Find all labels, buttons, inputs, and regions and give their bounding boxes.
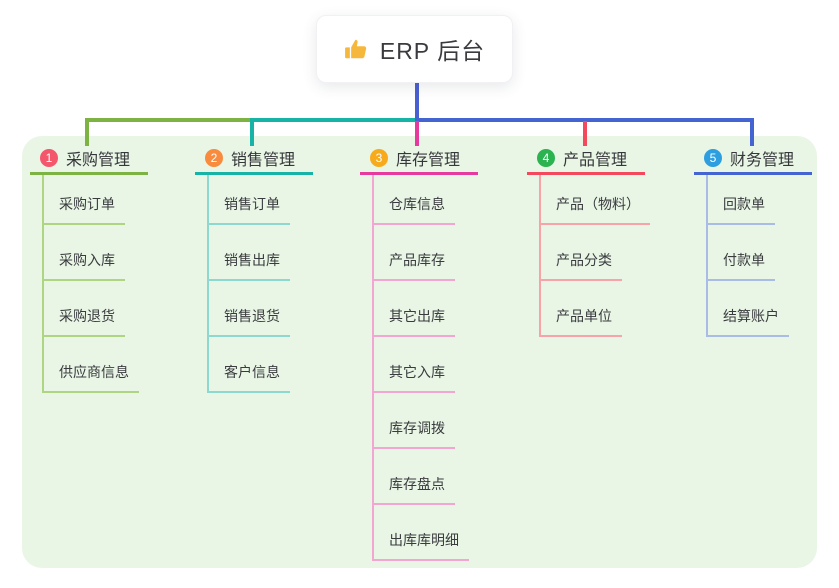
child-node[interactable]: 产品库存 — [374, 225, 478, 281]
branch-number-badge: 1 — [40, 149, 58, 167]
child-node[interactable]: 其它入库 — [374, 337, 478, 393]
branch-inventory: 3 库存管理 仓库信息 产品库存 其它出库 其它入库 库存调拨 库存盘点 出库库… — [360, 144, 478, 561]
branch-number-badge: 4 — [537, 149, 555, 167]
child-node[interactable]: 产品（物料） — [541, 175, 650, 225]
branch-number-badge: 2 — [205, 149, 223, 167]
branch-title-label: 产品管理 — [563, 152, 628, 169]
branch-sales: 2 销售管理 销售订单 销售出库 销售退货 客户信息 — [195, 144, 313, 393]
connector-bus-finance — [415, 118, 754, 122]
connector-drop-sales — [250, 118, 254, 146]
branch-purchase: 1 采购管理 采购订单 采购入库 采购退货 供应商信息 — [30, 144, 148, 393]
mindmap-canvas-panel[interactable] — [22, 136, 817, 568]
branch-finance-title[interactable]: 5 财务管理 — [694, 144, 812, 175]
root-node-label: ERP 后台 — [379, 38, 486, 64]
branch-product-children: 产品（物料） 产品分类 产品单位 — [539, 175, 650, 337]
root-node[interactable]: ERP 后台 — [316, 15, 513, 83]
branch-title-label: 财务管理 — [730, 152, 795, 169]
child-node[interactable]: 销售退货 — [209, 281, 313, 337]
child-node[interactable]: 供应商信息 — [44, 337, 148, 393]
branch-finance: 5 财务管理 回款单 付款单 结算账户 — [694, 144, 812, 337]
branch-number-badge: 3 — [370, 149, 388, 167]
branch-product-title[interactable]: 4 产品管理 — [527, 144, 645, 175]
branch-title-label: 库存管理 — [396, 152, 461, 169]
child-node[interactable]: 产品分类 — [541, 225, 645, 281]
child-node[interactable]: 采购退货 — [44, 281, 148, 337]
connector-bus-purchase — [85, 118, 254, 122]
connector-bus-sales — [250, 118, 418, 122]
child-node[interactable]: 采购入库 — [44, 225, 148, 281]
branch-sales-title[interactable]: 2 销售管理 — [195, 144, 313, 175]
branch-purchase-children: 采购订单 采购入库 采购退货 供应商信息 — [42, 175, 148, 393]
child-node[interactable]: 付款单 — [708, 225, 812, 281]
connector-drop-inventory — [415, 121, 419, 146]
child-node[interactable]: 出库库明细 — [374, 505, 478, 561]
branch-title-label: 销售管理 — [231, 152, 296, 169]
child-node[interactable]: 其它出库 — [374, 281, 478, 337]
child-node[interactable]: 库存盘点 — [374, 449, 478, 505]
thumbs-up-icon — [344, 39, 367, 59]
child-node[interactable]: 销售出库 — [209, 225, 313, 281]
child-node[interactable]: 库存调拨 — [374, 393, 478, 449]
child-node[interactable]: 产品单位 — [541, 281, 645, 337]
child-node[interactable]: 回款单 — [708, 175, 812, 225]
connector-drop-purchase — [85, 118, 89, 146]
branch-purchase-title[interactable]: 1 采购管理 — [30, 144, 148, 175]
child-node[interactable]: 客户信息 — [209, 337, 313, 393]
branch-title-label: 采购管理 — [66, 152, 131, 169]
branch-finance-children: 回款单 付款单 结算账户 — [706, 175, 812, 337]
child-node[interactable]: 销售订单 — [209, 175, 313, 225]
branch-inventory-title[interactable]: 3 库存管理 — [360, 144, 478, 175]
branch-number-badge: 5 — [704, 149, 722, 167]
branch-inventory-children: 仓库信息 产品库存 其它出库 其它入库 库存调拨 库存盘点 出库库明细 — [372, 175, 478, 561]
connector-drop-finance — [750, 118, 754, 146]
child-node[interactable]: 结算账户 — [708, 281, 812, 337]
child-node[interactable]: 采购订单 — [44, 175, 148, 225]
child-node[interactable]: 仓库信息 — [374, 175, 478, 225]
branch-sales-children: 销售订单 销售出库 销售退货 客户信息 — [207, 175, 313, 393]
connector-drop-product — [583, 121, 587, 146]
connector-root-vertical — [415, 83, 419, 122]
branch-product: 4 产品管理 产品（物料） 产品分类 产品单位 — [527, 144, 650, 337]
